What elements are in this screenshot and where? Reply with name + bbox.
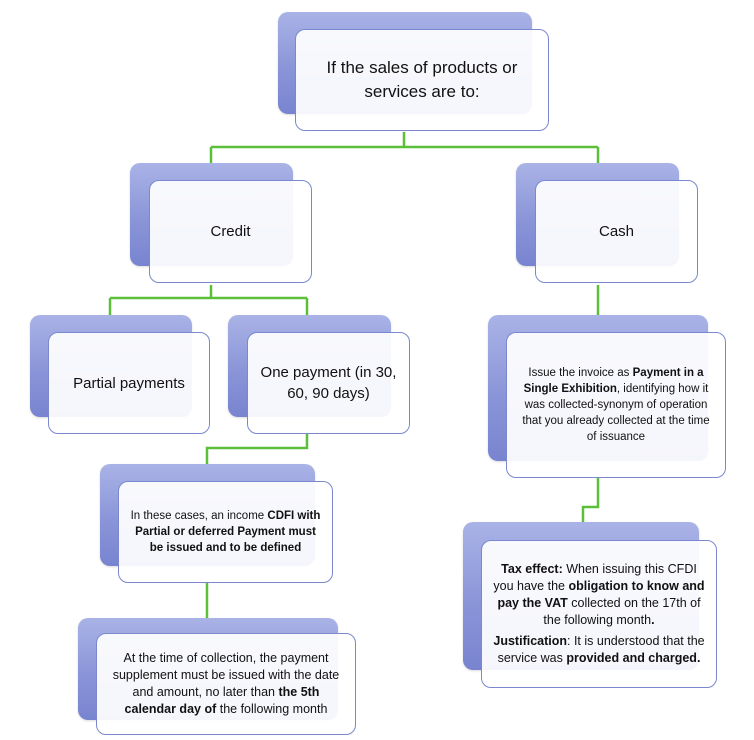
partial-payments-node: Partial payments [48, 332, 210, 434]
collection-note-text-a: At the time of collection, the payment s… [112, 651, 340, 699]
cash-invoice-text-b: Payment in a Single Exhibition [523, 367, 704, 395]
collection-note-text-c: the following month [216, 702, 328, 716]
collection-note-node: At the time of collection, the payment s… [96, 633, 356, 735]
tax-effect-node: Tax effect: When issuing this CFDI you h… [481, 540, 717, 688]
root-node-text: If the sales of products or services are… [326, 58, 518, 101]
tax-effect-text-b: obligation to know and pay the VAT [497, 579, 705, 610]
cash-invoice-text: Issue the invoice as Payment in a Single… [517, 365, 715, 445]
justification-text-a: : It is understood that the service was [497, 634, 705, 665]
connector-invoice-tax [581, 478, 600, 522]
credit-node-text: Credit [210, 223, 251, 240]
justification-label: Justification [493, 634, 568, 648]
partial-payments-node-text: Partial payments [73, 374, 185, 392]
collection-note-text: At the time of collection, the payment s… [107, 650, 345, 718]
tax-effect-label: Tax effect: [501, 562, 563, 576]
cash-invoice-text-c: , identifying how it was collected-synon… [522, 383, 710, 443]
cash-invoice-node: Issue the invoice as Payment in a Single… [506, 332, 726, 478]
connector-onepayment-cdfi [205, 433, 309, 464]
justification-text-b: provided and charged. [566, 651, 701, 665]
tax-effect-text-a: When issuing this CFDI you have the [493, 562, 697, 593]
justification-text: Justification: It is understood that the… [492, 633, 706, 667]
cash-node-text: Cash [598, 223, 635, 240]
cash-invoice-text-a: Issue the invoice as [528, 367, 633, 379]
cash-node: Cash [535, 180, 698, 283]
tax-effect-text: Tax effect: When issuing this CFDI you h… [492, 561, 706, 629]
cdfi-note-text: In these cases, an income CDFI with Part… [129, 508, 322, 556]
tax-effect-text-d: . [651, 613, 655, 627]
collection-note-text-b: the 5th calendar day of [124, 685, 320, 716]
cdfi-note-text-b: CDFI with Partial or deferred Payment mu… [135, 510, 321, 554]
cdfi-note-node: In these cases, an income CDFI with Part… [118, 481, 333, 583]
credit-node: Credit [149, 180, 312, 283]
connector-credit-split [108, 285, 309, 315]
root-node: If the sales of products or services are… [295, 29, 549, 131]
cdfi-note-text-a: In these cases, an income [130, 510, 268, 522]
connector-root-split [209, 132, 600, 163]
tax-effect-text-c: collected on the 17th of the following m… [543, 596, 701, 627]
one-payment-node: One payment (in 30, 60, 90 days) [247, 332, 410, 434]
one-payment-node-text: One payment (in 30, 60, 90 days) [260, 364, 397, 402]
